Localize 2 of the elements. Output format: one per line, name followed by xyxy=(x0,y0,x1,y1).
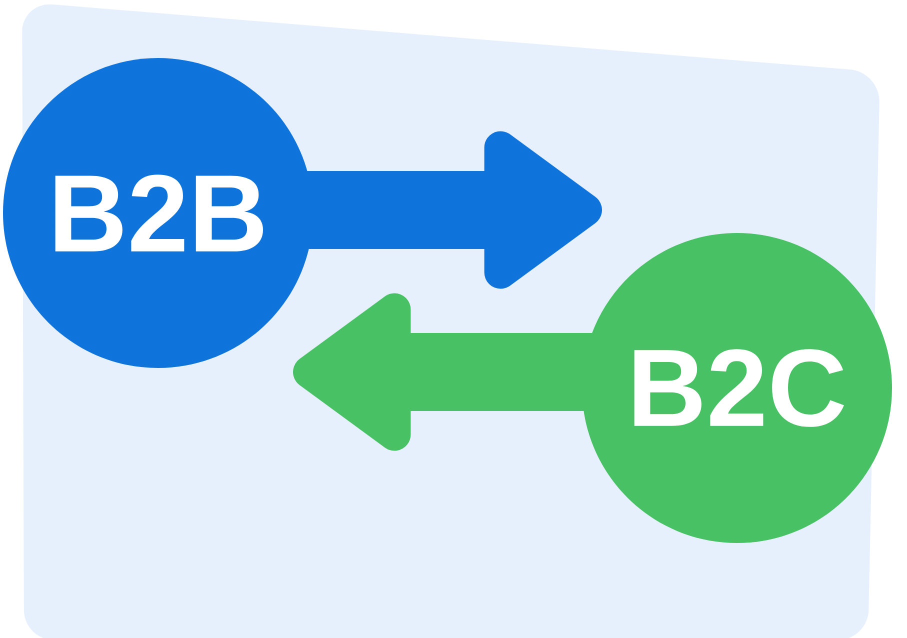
circle-node: B2B xyxy=(3,58,313,368)
circle-node: B2C xyxy=(582,233,892,543)
